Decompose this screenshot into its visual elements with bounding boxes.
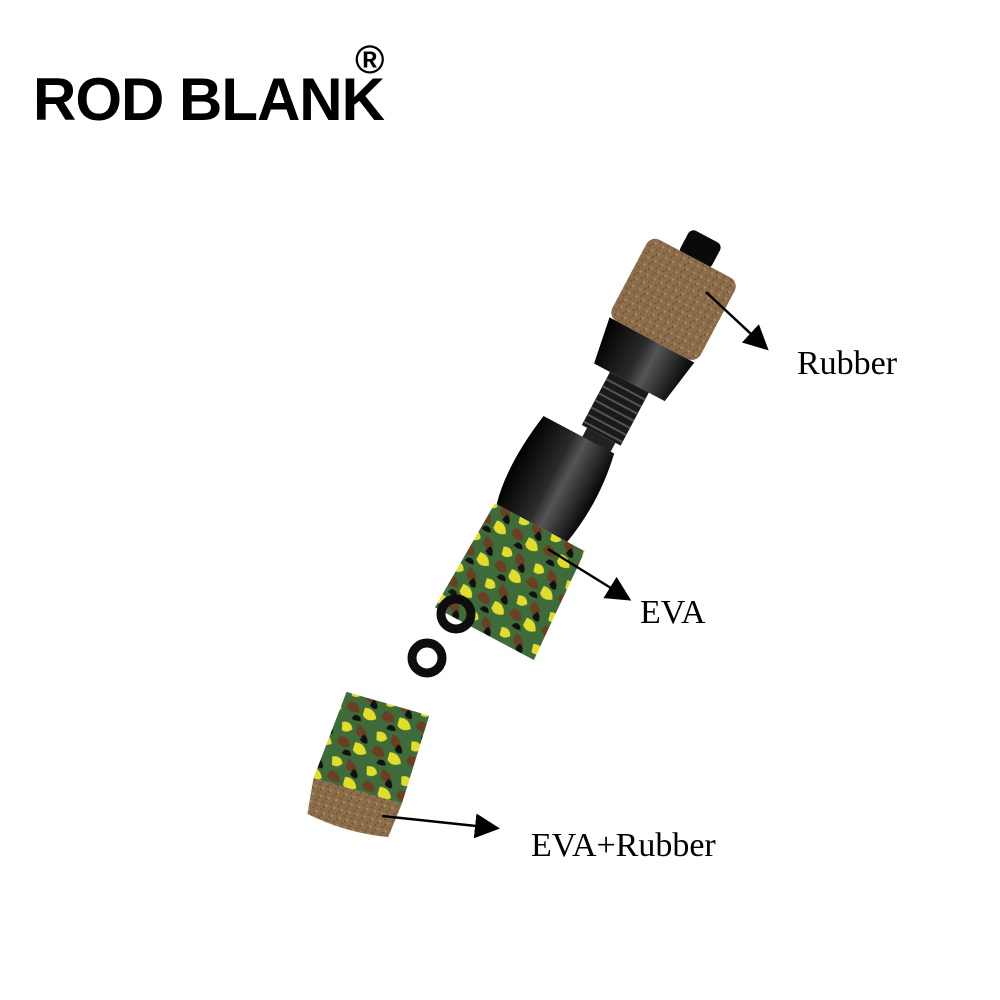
threaded-section	[581, 372, 649, 446]
label-eva: EVA	[640, 594, 706, 631]
rubber-grip-top	[611, 238, 736, 360]
spacer-ring	[407, 638, 447, 678]
reel-seat-hood	[496, 415, 615, 542]
spacer-rings	[407, 594, 476, 678]
label-rubber: Rubber	[797, 345, 898, 382]
callout-arrow-rubber	[705, 291, 769, 351]
callout-arrow-eva-rubber	[381, 813, 500, 839]
brand-logo: ROD BLANK	[33, 66, 385, 133]
registered-mark: ®	[355, 38, 385, 82]
butt-grip	[307, 691, 430, 838]
winding-check	[594, 317, 695, 402]
butt-eva-section	[313, 691, 430, 804]
label-eva-rubber: EVA+Rubber	[531, 827, 716, 864]
spacer-ring	[436, 594, 476, 634]
callout-arrow-eva	[547, 547, 632, 601]
upper-handle-assembly	[434, 230, 736, 660]
butt-rubber-cap	[307, 778, 402, 838]
